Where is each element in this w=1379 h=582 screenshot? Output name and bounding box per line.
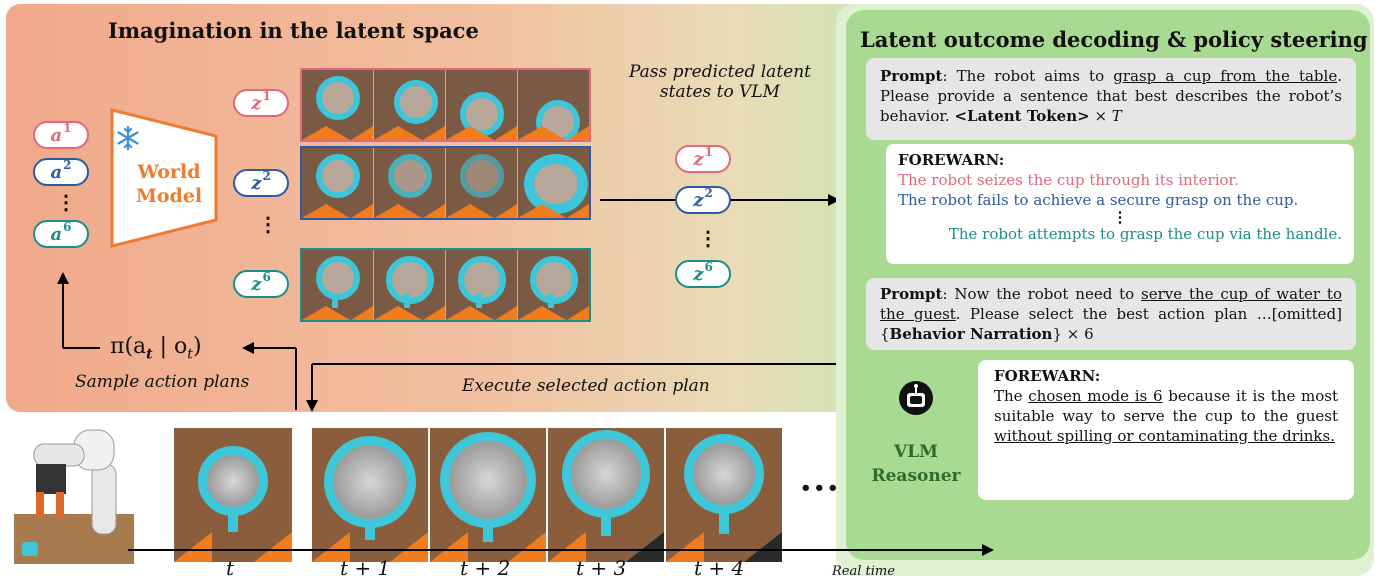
predicted-frame — [446, 250, 518, 320]
sample-caption: Sample action plans — [75, 372, 250, 392]
narration-line-1: The robot seizes the cup through its int… — [898, 171, 1239, 189]
left-panel-title: Imagination in the latent space — [108, 18, 479, 43]
time-label-t2: t + 2 — [460, 556, 511, 580]
action-dots: ⋮ — [56, 190, 76, 214]
vlm-latent-dots: ⋮ — [698, 226, 718, 250]
answer-header: FOREWARN: — [994, 367, 1101, 385]
time-label-t: t — [226, 556, 235, 580]
predicted-frame — [446, 148, 518, 218]
narration-header: FOREWARN: — [898, 151, 1005, 169]
predicted-frame — [374, 250, 446, 320]
predicted-frame — [374, 148, 446, 218]
real-frame-t1 — [312, 428, 428, 562]
narration-line-2: The robot fails to achieve a secure gras… — [898, 191, 1299, 209]
more-frames-ellipsis: ••• — [800, 478, 841, 499]
predicted-frame — [302, 148, 374, 218]
real-frame-t — [174, 428, 292, 562]
predicted-frame — [302, 70, 374, 140]
predicted-frame — [518, 250, 589, 320]
prompt-select-box: Prompt: Now the robot need to serve the … — [866, 278, 1356, 350]
answer-text: The chosen mode is 6 because it is the m… — [994, 387, 1339, 445]
predicted-frame — [518, 148, 589, 218]
predicted-frame — [374, 70, 446, 140]
execute-caption: Execute selected action plan — [462, 376, 710, 396]
robot-arm-image — [14, 429, 134, 564]
time-label-t3: t + 3 — [576, 556, 627, 580]
narration-line-3: The robot attempts to grasp the cup via … — [948, 225, 1342, 243]
predicted-frames-row-2 — [300, 146, 591, 220]
policy-formula: π(at | ot) — [110, 334, 202, 363]
predicted-frame — [302, 250, 374, 320]
real-frame-t3 — [548, 428, 664, 562]
predicted-frames-row-1 — [300, 68, 591, 142]
real-frame-t4 — [666, 428, 782, 562]
predicted-frames-row-6 — [300, 248, 591, 322]
narration-box: FOREWARN: The robot seizes the cup throu… — [886, 144, 1354, 264]
policy-arrows — [57, 272, 297, 410]
prompt-describe-box: Prompt: The robot aims to grasp a cup fr… — [866, 58, 1356, 140]
time-axis — [128, 544, 994, 556]
predicted-frame — [446, 70, 518, 140]
latent-dots: ⋮ — [258, 212, 278, 236]
real-frame-t2 — [430, 428, 546, 562]
real-time-label: Real time — [832, 564, 895, 579]
robot-icon — [899, 381, 933, 415]
snowflake-icon — [117, 125, 139, 151]
narration-dots: ⋮ — [1112, 208, 1128, 226]
execute-arrow — [306, 363, 850, 412]
right-panel-title: Latent outcome decoding & policy steerin… — [860, 27, 1368, 52]
time-label-t1: t + 1 — [340, 556, 391, 580]
reasoner-answer-box: FOREWARN: The chosen mode is 6 because i… — [978, 360, 1354, 500]
time-label-t4: t + 4 — [694, 556, 745, 580]
predicted-frame — [518, 70, 589, 140]
